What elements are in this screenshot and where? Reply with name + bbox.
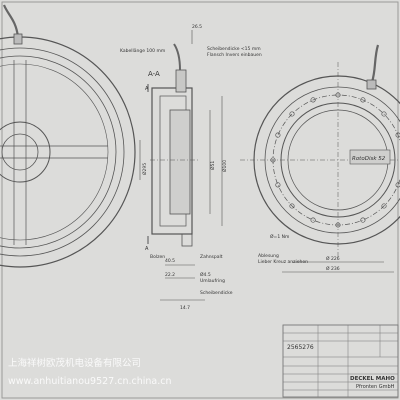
bolt-hole [360, 217, 366, 223]
bolt-hole [335, 92, 341, 98]
brand-plate-text: RotoDisk 52 [352, 156, 386, 162]
dim-bottom-2: 14.7 [180, 305, 190, 311]
bolt-hole [335, 222, 341, 228]
bolt-hole [275, 182, 281, 188]
bolt-hole [310, 97, 316, 103]
bolt-hole [395, 132, 400, 138]
bolt-hole [381, 111, 387, 117]
groove-label: Umlaufring [200, 278, 225, 284]
watermark-line-2: www.anhuitianou9527.cn.china.cn [8, 376, 171, 387]
bolt-hole [270, 157, 276, 163]
section-label: A-A [148, 70, 160, 78]
section-marker-top: A [145, 86, 149, 92]
gear-label: Zahnspalt [200, 254, 223, 260]
bolt-hole [381, 203, 387, 209]
disc-thickness-bottom: Scheibendicke [200, 290, 233, 296]
dim-left-2: Ø4.5 [200, 271, 211, 278]
tolerance-line-2: Ablesung [258, 253, 279, 259]
drawing-number: 2565276 [287, 344, 314, 351]
dim-top: 26.5 [192, 24, 202, 30]
bolt-label: Bolzen [150, 254, 165, 260]
bolt-hole [310, 217, 316, 223]
company-name: DECKEL MAHO [350, 376, 395, 382]
title-block [282, 324, 399, 398]
bolt-holes [270, 92, 400, 228]
tolerance-line-1: Ø=1 Nm [270, 233, 289, 240]
dia-front: Ø 236 [326, 265, 340, 272]
tolerance-line-3: Lieber Kreuz anziehen [258, 259, 308, 265]
bolt-hole [289, 203, 295, 209]
dia-outer-side: Ø295 [141, 163, 148, 175]
left-front-view [0, 4, 136, 268]
dia-pcd: Ø 226 [326, 255, 340, 262]
dim-left-1: 40.5 [165, 258, 175, 264]
section-marker-bottom: A [145, 246, 149, 252]
section-view [139, 30, 223, 301]
cable-length-callout: Kabellänge 100 mm [120, 48, 165, 54]
company-place: Pfronten GmbH [356, 384, 395, 390]
right-front-view [240, 44, 400, 273]
bolt-hole [289, 111, 295, 117]
watermark-line-1: 上海祥树欧茂机电设备有限公司 [8, 357, 141, 369]
bolt-hole [360, 97, 366, 103]
flange-note: Flansch Invers einbauen [207, 52, 262, 58]
dim-bottom-1: 22.2 [165, 272, 175, 278]
disc-thickness-note: Scheibendicke <15 mm [207, 46, 261, 52]
bolt-hole [395, 182, 400, 188]
dia-mid-side-1: Ø51 [209, 161, 216, 170]
dia-mid-side-2: Ø100 [221, 160, 228, 172]
bolt-hole [275, 132, 281, 138]
